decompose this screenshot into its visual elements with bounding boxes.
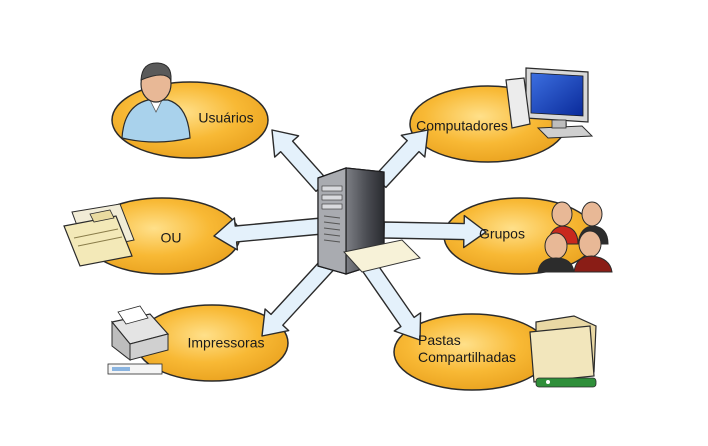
label-ou: OU — [160, 229, 182, 246]
label-computadores: Computadores — [416, 117, 508, 134]
computer-icon — [505, 67, 594, 139]
label-pastas-line1: Pastas — [418, 332, 461, 348]
label-pastas-line2: Compartilhadas — [418, 349, 517, 365]
arrow-to-ou — [213, 217, 324, 251]
arrow-to-usuarios — [271, 129, 329, 193]
group-icon — [537, 201, 613, 273]
arrows-layer — [213, 129, 487, 341]
folder-icon — [63, 203, 135, 267]
user-icon — [121, 62, 191, 143]
server-icon — [317, 167, 421, 275]
label-pastas: Pastas Compartilhadas — [418, 332, 516, 366]
label-impressoras: Impressoras — [187, 334, 265, 351]
arrow-to-impressoras — [261, 255, 337, 337]
arrow-to-grupos — [383, 214, 487, 249]
label-grupos: Grupos — [479, 225, 525, 242]
arrow-to-computadores — [373, 129, 429, 189]
shared-folder-icon — [529, 315, 597, 388]
label-usuarios: Usuários — [198, 109, 254, 126]
printer-icon — [107, 305, 170, 375]
